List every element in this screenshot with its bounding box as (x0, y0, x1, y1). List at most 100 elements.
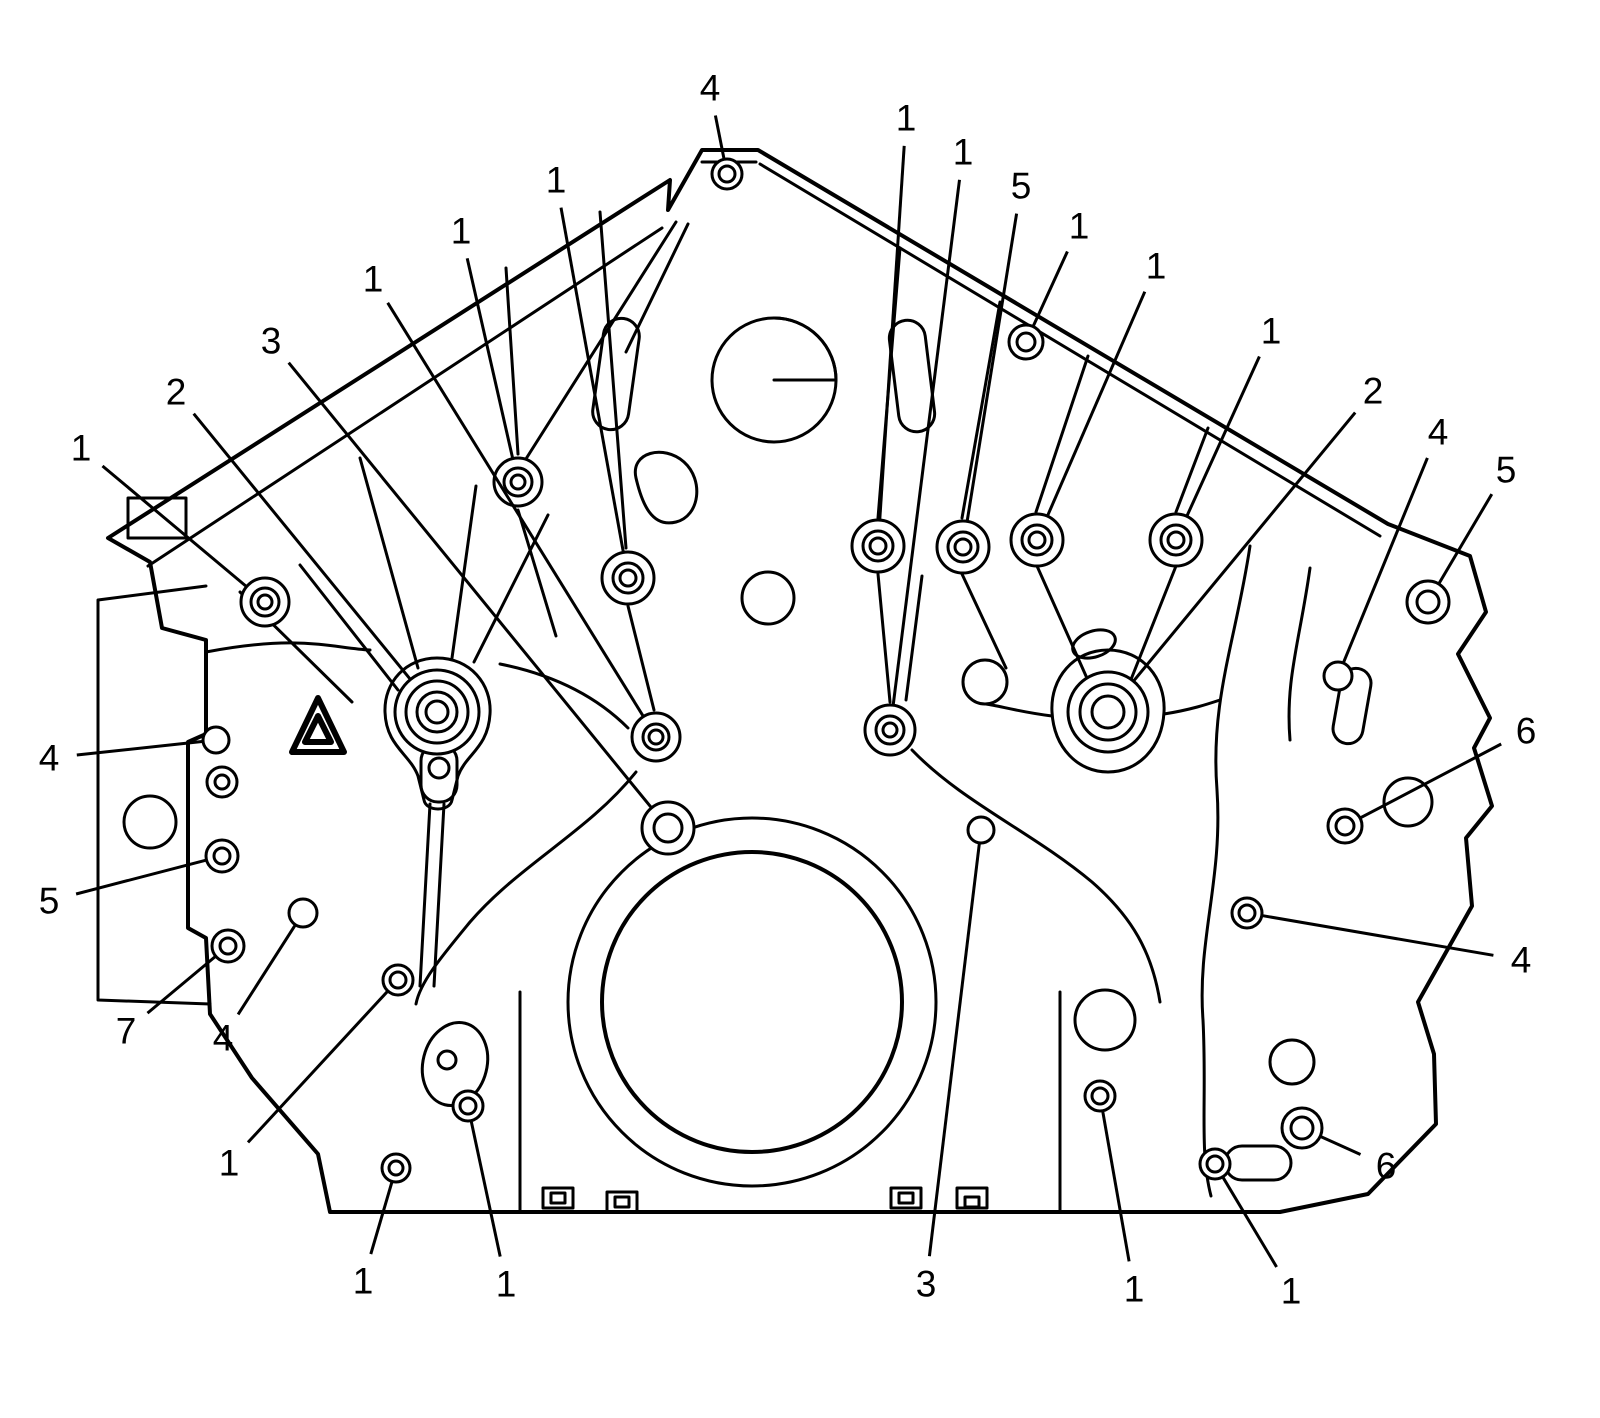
left-bracket-hole (122, 794, 178, 850)
callout-label: 1 (363, 259, 384, 300)
callout-label: 2 (1363, 371, 1384, 412)
callout-label: 7 (116, 1011, 137, 1052)
leader-line (1032, 250, 1069, 327)
leader-line (465, 257, 514, 458)
right-plate-divider (1200, 544, 1252, 1198)
fastener-hole-ring (1205, 1154, 1225, 1174)
callout-4-11: 4 (1230, 896, 1531, 981)
fastener-hole-ring (387, 1159, 405, 1177)
fastener-hole-ring (458, 1096, 478, 1116)
callout-6-12: 6 (1280, 1106, 1396, 1187)
callout-1-6: 1 (1148, 311, 1282, 568)
leader-line (1101, 1111, 1131, 1262)
callout-label: 1 (953, 132, 974, 173)
core-blob (633, 450, 699, 525)
callout-3-16: 3 (261, 321, 696, 856)
callout-label: 1 (71, 428, 92, 469)
web-ribs (238, 210, 1210, 712)
callout-label: 4 (700, 68, 721, 109)
callout-label: 1 (496, 1264, 517, 1305)
leader-line (1262, 914, 1494, 957)
callout-4-0: 4 (700, 68, 744, 191)
callout-1-4: 1 (1007, 206, 1090, 361)
left-top-tab (126, 496, 188, 540)
leader-line (386, 302, 645, 717)
leader-line (146, 955, 216, 1015)
callout-label: 1 (1069, 206, 1090, 247)
callout-2-7: 2 (1066, 371, 1384, 754)
fastener-hole-ring (256, 593, 274, 611)
callout-label: 5 (39, 881, 60, 922)
fastener-hole-ring (388, 970, 408, 990)
fastener-hole-ring (1237, 903, 1257, 923)
callout-4-8: 4 (1322, 412, 1449, 692)
left-foot-blob-hole (436, 1049, 458, 1071)
callout-label: 1 (1124, 1269, 1145, 1310)
fastener-hole-ring (509, 473, 527, 491)
leader-line (1437, 493, 1494, 584)
fastener-hole-ring (1090, 1086, 1110, 1106)
callout-1-18: 1 (71, 428, 291, 628)
fastener-hole-ring (717, 164, 737, 184)
fastener-hole-ring (201, 725, 231, 755)
fastener-hole-ring (647, 728, 665, 746)
callout-2-17: 2 (166, 372, 481, 756)
left-boss-outline (383, 656, 492, 811)
callout-label: 2 (166, 372, 187, 413)
top-bore-wedge (772, 316, 838, 382)
right-plate-inner-line (1287, 566, 1312, 742)
leader-line (101, 464, 247, 588)
left-vertical-ribs (418, 802, 446, 988)
callout-label: 4 (39, 738, 60, 779)
right-small-bore (961, 658, 1009, 706)
right-plate-hole-1 (1382, 776, 1434, 828)
leader-line (1342, 457, 1429, 663)
fastener-hole-ring (652, 812, 684, 844)
leader-line (965, 213, 1019, 521)
crank-housing (566, 816, 938, 1188)
leader-line (287, 361, 653, 809)
leader-line (713, 115, 726, 159)
callout-1-2: 1 (863, 132, 974, 757)
callout-1-23: 1 (219, 963, 415, 1184)
leader-line (891, 179, 961, 705)
callout-1-24: 1 (353, 1152, 412, 1302)
callout-label: 3 (261, 321, 282, 362)
core-slot-left (591, 316, 641, 432)
block-outline (106, 148, 1494, 1214)
callout-6-10: 6 (1326, 711, 1536, 845)
callout-4-19: 4 (39, 725, 231, 779)
fastener-hole-ring (287, 897, 319, 929)
fastener-hole-ring (1334, 815, 1356, 837)
callout-label: 1 (1261, 311, 1282, 352)
left-foot-blob (420, 1021, 490, 1107)
crank-bore (600, 850, 904, 1154)
fastener-hole-ring (881, 721, 899, 739)
right-plate-capsule-2 (1223, 1144, 1293, 1182)
engine-block-line-art (96, 148, 1494, 1214)
callout-3-26: 3 (916, 815, 996, 1305)
left-bracket-pin-inner (213, 773, 231, 791)
callout-label: 1 (451, 211, 472, 252)
left-bracket-outline (96, 584, 212, 1006)
fastener-hole-ring (1090, 694, 1126, 730)
fastener-hole-ring (212, 846, 232, 866)
cast-letter-a (289, 695, 347, 755)
center-small-bore (740, 570, 796, 626)
callout-label: 4 (1428, 412, 1449, 453)
fastener-hole-ring (218, 936, 238, 956)
callout-1-1: 1 (850, 98, 916, 574)
leader-line (246, 990, 389, 1144)
leader-line (1046, 291, 1147, 516)
top-ridge-lines (146, 160, 1382, 568)
callout-1-28: 1 (1198, 1147, 1301, 1312)
callout-1-15: 1 (363, 259, 682, 763)
right-foot-hole (1073, 988, 1137, 1052)
callout-4-22: 4 (213, 897, 319, 1059)
right-boss-outline (1050, 648, 1166, 774)
leader-line (369, 1181, 394, 1255)
callout-5-3: 5 (935, 166, 1031, 575)
callout-1-25: 1 (451, 1089, 517, 1305)
